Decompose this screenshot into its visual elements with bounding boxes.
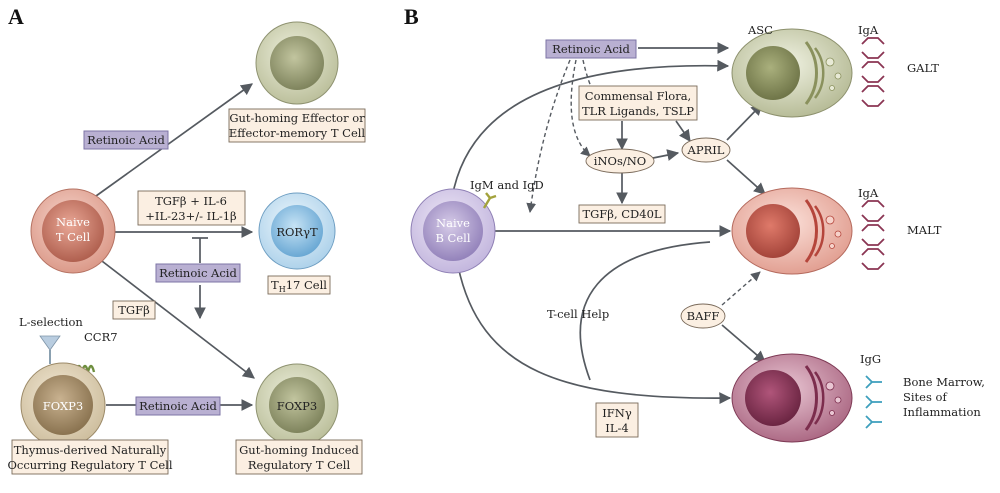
retinoic-acid-box-1: Retinoic Acid bbox=[83, 130, 169, 150]
svg-text:iNOs/NO: iNOs/NO bbox=[594, 154, 646, 168]
iga-antibodies-2 bbox=[861, 200, 885, 270]
retinoic-acid-box-3: Retinoic Acid bbox=[135, 396, 221, 416]
panel-b-letter: B bbox=[404, 4, 419, 29]
iga-antibodies-1 bbox=[861, 37, 885, 107]
arrow-naive-b-to-bm bbox=[457, 265, 732, 405]
l-selection-label: L-selection bbox=[19, 315, 83, 329]
inos-node: iNOs/NO bbox=[585, 148, 655, 174]
svg-text:Retinoic Acid: Retinoic Acid bbox=[87, 133, 165, 147]
tgfb-box: TGFβ bbox=[112, 300, 156, 320]
th17-label: TH17 Cell bbox=[267, 275, 331, 295]
thymus-treg-label: Thymus-derived Naturally Occurring Regul… bbox=[7, 439, 173, 475]
ifn-il4-box: IFNγ IL-4 bbox=[595, 402, 639, 438]
svg-text:Naive: Naive bbox=[436, 216, 470, 230]
svg-text:RORγT: RORγT bbox=[276, 225, 318, 239]
svg-text:Gut-homing Effector or: Gut-homing Effector or bbox=[229, 111, 365, 125]
dash-baff-to-malt bbox=[721, 271, 761, 306]
iga-label-1: IgA bbox=[858, 23, 879, 37]
svg-text:Effector-memory T Cell: Effector-memory T Cell bbox=[229, 126, 366, 140]
panel-a-letter: A bbox=[8, 4, 24, 29]
gut-effector-cell bbox=[255, 21, 339, 105]
svg-text:T Cell: T Cell bbox=[56, 230, 91, 244]
svg-text:TLR Ligands, TSLP: TLR Ligands, TSLP bbox=[582, 104, 694, 118]
svg-text:Retinoic Acid: Retinoic Acid bbox=[139, 399, 217, 413]
svg-text:Sites of: Sites of bbox=[903, 390, 947, 404]
april-node: APRIL bbox=[681, 137, 731, 163]
foxp3-induced-cell: FOXP3 bbox=[255, 363, 339, 447]
baff-node: BAFF bbox=[680, 303, 726, 329]
svg-text:Inflammation: Inflammation bbox=[903, 405, 981, 419]
retinoic-acid-box-2: Retinoic Acid bbox=[155, 263, 241, 283]
igm-igd-receptor bbox=[482, 192, 497, 209]
l-selection-receptor bbox=[39, 335, 61, 364]
svg-text:Gut-homing Induced: Gut-homing Induced bbox=[239, 443, 359, 457]
panel-b-arrows bbox=[451, 42, 766, 405]
arrow-baff-to-bm bbox=[721, 324, 766, 363]
galt-label: GALT bbox=[907, 61, 939, 75]
gut-effector-label: Gut-homing Effector or Effector-memory T… bbox=[228, 108, 366, 143]
bone-marrow-label: Bone Marrow, Sites of Inflammation bbox=[903, 375, 985, 419]
dash-ra-to-igm bbox=[526, 59, 571, 213]
svg-text:Retinoic Acid: Retinoic Acid bbox=[552, 42, 630, 56]
arrow-naive-to-effector bbox=[95, 83, 253, 197]
arrow-naive-to-foxp3 bbox=[97, 257, 255, 379]
svg-text:TGFβ + IL-6: TGFβ + IL-6 bbox=[155, 194, 227, 208]
svg-text:Naive: Naive bbox=[56, 215, 90, 229]
svg-text:BAFF: BAFF bbox=[687, 309, 720, 323]
naive-t-cell: Naive T Cell bbox=[30, 188, 116, 274]
cytokines-box: TGFβ + IL-6 +IL-23+/- IL-1β bbox=[137, 190, 246, 226]
svg-text:TGFβ, CD40L: TGFβ, CD40L bbox=[582, 207, 661, 221]
svg-text:TGFβ: TGFβ bbox=[118, 303, 150, 317]
arrow-naive-b-to-asc bbox=[451, 59, 730, 199]
arrow-commensal-to-april bbox=[675, 120, 691, 142]
igg-label: IgG bbox=[860, 352, 881, 366]
svg-text:Regulatory T Cell: Regulatory T Cell bbox=[248, 458, 351, 472]
svg-text:Commensal Flora,: Commensal Flora, bbox=[585, 89, 691, 103]
svg-text:TH17 Cell: TH17 Cell bbox=[271, 278, 327, 294]
svg-text:IL-4: IL-4 bbox=[605, 421, 628, 435]
svg-text:Bone Marrow,: Bone Marrow, bbox=[903, 375, 985, 389]
arrow-inos-to-april bbox=[652, 149, 680, 161]
svg-text:APRIL: APRIL bbox=[687, 143, 725, 157]
asc-plasma-cell bbox=[731, 28, 853, 118]
svg-text:FOXP3: FOXP3 bbox=[43, 399, 83, 413]
tcell-help-label: T-cell Help bbox=[547, 307, 609, 321]
asc-label: ASC bbox=[747, 23, 773, 37]
naive-b-cell: Naive B Cell bbox=[410, 188, 496, 274]
svg-text:IFNγ: IFNγ bbox=[602, 406, 632, 420]
tcell-help-curve bbox=[579, 241, 711, 381]
arrow-april-to-asc bbox=[726, 103, 763, 141]
svg-text:FOXP3: FOXP3 bbox=[277, 399, 317, 413]
svg-text:Retinoic Acid: Retinoic Acid bbox=[159, 266, 237, 280]
arrow-april-to-malt bbox=[726, 159, 766, 195]
dash-ra-to-inos bbox=[570, 59, 591, 157]
retinoic-acid-box-b: Retinoic Acid bbox=[545, 39, 637, 59]
svg-text:B Cell: B Cell bbox=[435, 231, 470, 245]
svg-text:Thymus-derived Naturally: Thymus-derived Naturally bbox=[14, 443, 167, 457]
bm-plasma-cell bbox=[731, 353, 853, 443]
malt-label: MALT bbox=[907, 223, 942, 237]
foxp3-thymus-cell: FOXP3 bbox=[20, 362, 106, 448]
svg-text:+IL-23+/- IL-1β: +IL-23+/- IL-1β bbox=[145, 209, 237, 223]
malt-plasma-cell bbox=[731, 187, 853, 275]
ccr7-label: CCR7 bbox=[84, 330, 118, 344]
igm-igd-label: IgM and IgD bbox=[470, 178, 544, 192]
ror-gamma-t-cell: RORγT bbox=[258, 192, 336, 270]
tgfb-cd40l-box: TGFβ, CD40L bbox=[578, 204, 666, 224]
induced-treg-label: Gut-homing Induced Regulatory T Cell bbox=[235, 439, 363, 475]
iga-label-2: IgA bbox=[858, 186, 879, 200]
svg-text:Occurring Regulatory T Cell: Occurring Regulatory T Cell bbox=[7, 458, 172, 472]
igg-antibodies bbox=[865, 375, 882, 429]
commensal-box: Commensal Flora, TLR Ligands, TSLP bbox=[578, 85, 698, 121]
